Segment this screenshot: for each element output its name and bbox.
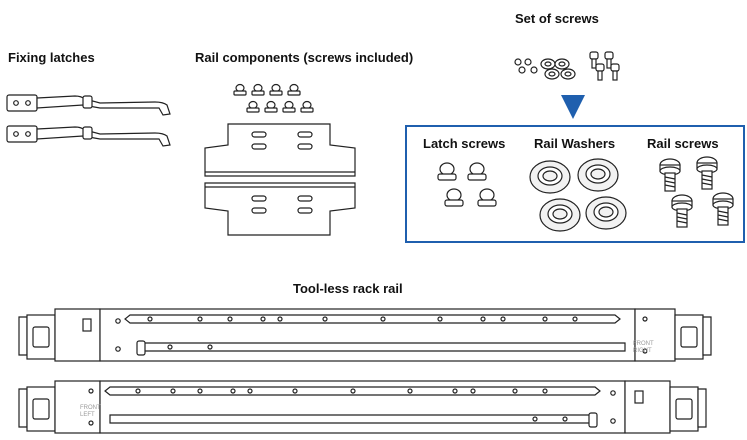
front-left-marking: FRONT LEFT (80, 405, 101, 419)
toolless-rack-rail-label: Tool-less rack rail (293, 281, 403, 296)
front-left-line1: FRONT (80, 405, 101, 411)
callout-pointer-icon (561, 95, 585, 119)
rail-washers-illustration (529, 158, 627, 232)
rail-components-label: Rail components (screws included) (195, 50, 414, 65)
front-right-line2: RIGHT (633, 348, 652, 354)
rack-rail-front-left (18, 380, 707, 434)
fixing-latches-label: Fixing latches (8, 50, 95, 65)
rail-screws-illustration (659, 156, 734, 228)
fixing-latches-illustration (6, 94, 171, 147)
rail-component-screws (233, 83, 314, 113)
rail-bracket-top (204, 123, 356, 177)
rail-bracket-bottom (204, 182, 356, 236)
front-right-line1: FRONT (633, 341, 654, 347)
set-of-screws-label: Set of screws (515, 11, 599, 26)
screws-detail-callout: Latch screws Rail Washers Rail screws (405, 125, 745, 243)
fixing-latch-top (6, 94, 171, 116)
front-left-line2: LEFT (80, 412, 95, 418)
rack-rail-front-right (18, 308, 712, 362)
rail-washers-label: Rail Washers (534, 136, 616, 151)
set-of-screws-thumbnail (514, 51, 620, 81)
latch-screws-illustration (437, 162, 497, 207)
front-right-marking: FRONT RIGHT (633, 341, 654, 355)
rail-components-illustration (204, 83, 356, 236)
rail-screws-label: Rail screws (647, 136, 719, 151)
latch-screws-label: Latch screws (423, 136, 506, 151)
fixing-latch-bottom (6, 125, 171, 147)
